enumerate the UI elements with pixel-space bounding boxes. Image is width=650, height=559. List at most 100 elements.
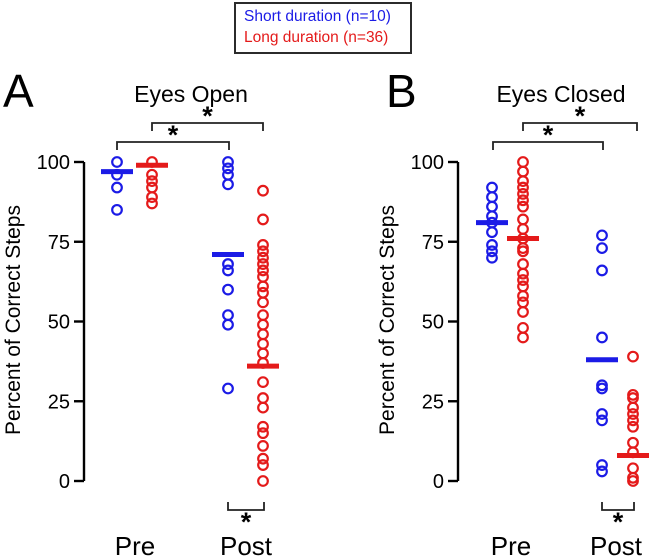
data-point [222, 168, 234, 181]
significance-asterisk: * [543, 120, 554, 150]
data-point [222, 162, 234, 175]
data-point [257, 328, 269, 341]
data-point [257, 401, 269, 414]
data-point [486, 239, 498, 251]
legend-box: Short duration (n=10) Long duration (n=3… [234, 2, 412, 54]
data-point [111, 181, 123, 194]
data-point [517, 175, 529, 188]
data-point [257, 309, 269, 322]
data-point [517, 258, 529, 270]
data-point [146, 175, 158, 188]
panel-a-y-axis-label: Percent of Correct Steps [2, 205, 25, 435]
y-tick-label: 75 [48, 232, 70, 254]
y-tick-label: 50 [422, 312, 444, 334]
significance-asterisk: * [168, 120, 179, 150]
data-point [257, 452, 269, 465]
data-point [517, 321, 529, 334]
data-point [517, 165, 529, 178]
data-point [257, 251, 269, 264]
data-point [257, 213, 269, 226]
data-point [517, 331, 529, 344]
data-point [222, 178, 234, 191]
data-point [596, 229, 608, 242]
data-point [517, 187, 529, 200]
data-point [627, 475, 639, 487]
y-tick-label: 25 [48, 391, 70, 413]
data-point [257, 280, 269, 293]
data-point [222, 264, 234, 277]
y-tick-label: 25 [422, 391, 444, 413]
data-point [517, 213, 529, 226]
data-point [486, 200, 498, 213]
y-tick-label: 75 [422, 232, 444, 254]
panel-b-letter: B [386, 65, 417, 117]
data-point [257, 459, 269, 471]
y-tick-label: 0 [59, 471, 70, 493]
data-point [517, 267, 529, 280]
panel-b-title: Eyes Closed [496, 81, 626, 107]
data-point [596, 331, 608, 344]
data-point [486, 251, 498, 264]
data-point [257, 264, 269, 277]
data-point [257, 258, 269, 270]
data-point [486, 245, 498, 258]
data-point [596, 408, 608, 420]
data-point [486, 226, 498, 239]
significance-bracket [151, 122, 264, 131]
data-point [627, 401, 639, 414]
legend-item-short-duration: Short duration (n=10) [244, 8, 391, 25]
data-point [596, 264, 608, 277]
data-point [257, 427, 269, 440]
y-tick-label: 100 [411, 152, 444, 174]
data-point [146, 191, 158, 203]
data-point [111, 156, 123, 168]
data-point [627, 436, 639, 449]
data-point [627, 350, 639, 363]
y-tick-label: 0 [433, 471, 444, 493]
data-point [222, 258, 234, 270]
data-point [257, 270, 269, 283]
y-tick-label: 50 [48, 312, 70, 334]
panel-a-category-pre: Pre [114, 531, 156, 559]
data-point [222, 309, 234, 322]
data-point [257, 239, 269, 251]
data-point [517, 290, 529, 302]
data-point [222, 283, 234, 296]
data-point [517, 296, 529, 309]
panel-a-title: Eyes Open [134, 81, 248, 107]
data-point [222, 318, 234, 331]
panel-a-letter: A [3, 65, 34, 117]
data-point [517, 156, 529, 168]
data-point [257, 475, 269, 487]
significance-bracket [116, 141, 230, 150]
data-point [146, 181, 158, 194]
legend-item-long-duration: Long duration (n=36) [244, 29, 389, 46]
data-point [517, 223, 529, 235]
significance-asterisk: * [613, 507, 624, 537]
data-point [596, 459, 608, 471]
data-point [517, 245, 529, 258]
data-point [627, 414, 639, 427]
data-point [517, 200, 529, 213]
data-point [486, 181, 498, 194]
data-point [111, 203, 123, 216]
panel-a-category-post: Post [219, 531, 273, 559]
data-point [257, 296, 269, 309]
data-point [257, 376, 269, 389]
data-point [486, 191, 498, 203]
data-point [257, 337, 269, 350]
significance-bracket [492, 141, 604, 150]
data-point [257, 184, 269, 197]
data-point [596, 242, 608, 255]
panel-b-y-axis-label: Percent of Correct Steps [376, 205, 399, 435]
data-point [627, 462, 639, 475]
panel-b-category-post: Post [589, 531, 643, 559]
data-point [257, 392, 269, 404]
panel-b-category-pre: Pre [490, 531, 532, 559]
significance-asterisk: * [241, 507, 252, 537]
data-point [257, 440, 269, 452]
data-point [517, 194, 529, 207]
data-point [596, 414, 608, 427]
